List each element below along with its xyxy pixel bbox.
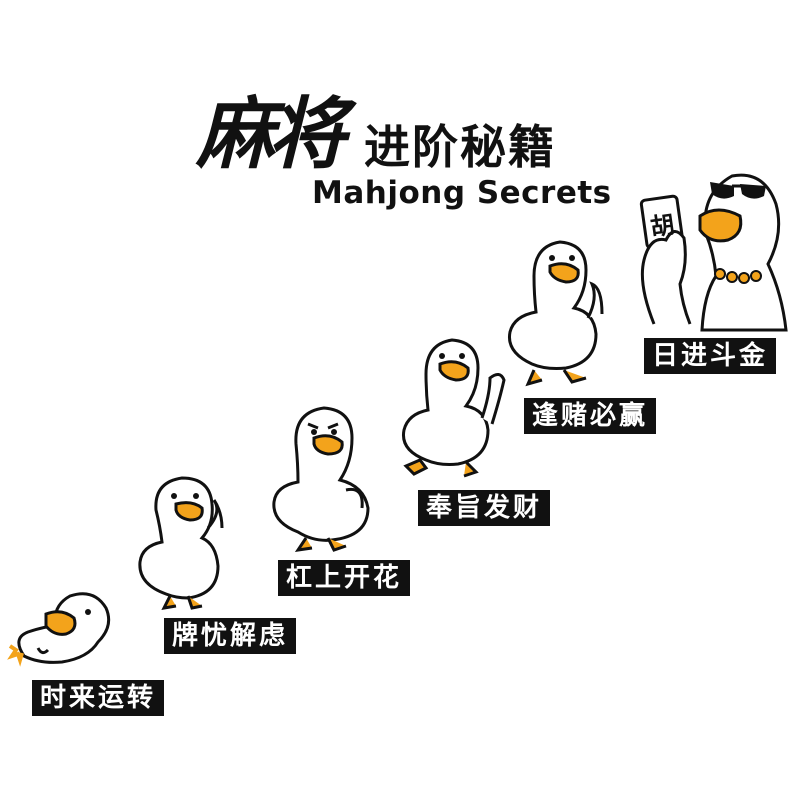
title-main: 麻将	[196, 89, 346, 180]
step-label: 杠上开花	[278, 560, 411, 596]
step-label: 逢赌必赢	[524, 398, 657, 434]
duck-icon	[138, 476, 224, 610]
title-sub: 进阶秘籍	[364, 120, 556, 174]
duck-icon	[507, 240, 604, 387]
duck-icon	[272, 406, 370, 552]
title-english: Mahjong Secrets	[312, 175, 612, 211]
step-label: 牌忧解虑	[164, 618, 297, 654]
step-label: 时来运转	[32, 680, 165, 716]
duck-icon	[639, 173, 788, 332]
step-label: 奉旨发财	[418, 490, 551, 526]
gold-chain-icon	[714, 268, 762, 284]
duck-icon	[401, 338, 506, 478]
step-label: 日进斗金	[644, 338, 777, 374]
tile-text: 胡	[648, 210, 677, 242]
sunglasses-icon	[710, 182, 766, 199]
duck-icon	[7, 592, 111, 667]
